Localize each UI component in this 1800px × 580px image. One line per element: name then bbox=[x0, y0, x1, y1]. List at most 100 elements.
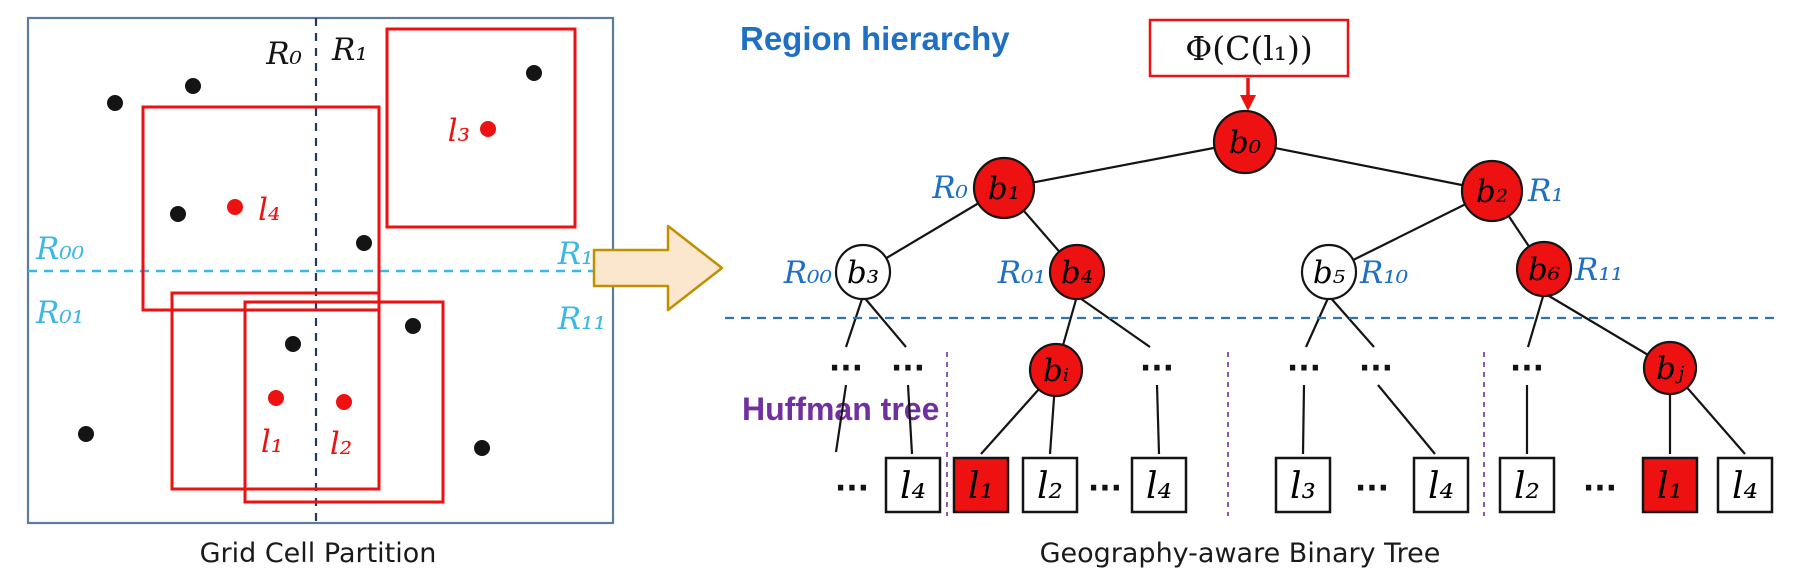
data-point bbox=[185, 78, 201, 94]
leaf-l4 bbox=[884, 456, 942, 514]
tree-region-label-r0: R₀ bbox=[931, 170, 968, 206]
leaf-l3 bbox=[1274, 456, 1332, 514]
region-label-r11: R₁₁ bbox=[557, 301, 606, 337]
leaf-label: l₂ bbox=[1514, 466, 1540, 507]
data-point bbox=[285, 336, 301, 352]
node-b0 bbox=[1212, 109, 1278, 175]
edge bbox=[1076, 295, 1151, 348]
node-bj bbox=[1642, 340, 1698, 396]
tree-region-label-r00: R₀₀ bbox=[783, 255, 833, 291]
edge bbox=[1301, 384, 1306, 455]
edge bbox=[1003, 140, 1246, 190]
phi-arrow-head bbox=[1240, 95, 1256, 111]
ellipsis: ··· bbox=[1359, 351, 1393, 386]
node-bi bbox=[1028, 342, 1084, 398]
point-l2 bbox=[336, 394, 352, 410]
phi-annotation-label: Φ(C(l₁)) bbox=[1185, 29, 1313, 68]
edge bbox=[906, 384, 914, 455]
point-l2-label: l₂ bbox=[330, 426, 352, 462]
edge bbox=[834, 384, 848, 453]
leaf-label: l₃ bbox=[1290, 466, 1316, 507]
edge bbox=[862, 295, 907, 348]
edge bbox=[1328, 295, 1375, 348]
ellipsis: ··· bbox=[1583, 471, 1617, 506]
ellipsis: ··· bbox=[1355, 471, 1389, 506]
node-b4 bbox=[1048, 243, 1106, 301]
leaf-label: l₁ bbox=[1657, 466, 1683, 507]
point-l1-label: l₁ bbox=[261, 424, 283, 460]
right-block-arrow bbox=[592, 224, 724, 312]
data-point bbox=[526, 65, 542, 81]
edge bbox=[1377, 384, 1436, 455]
leaf-label: l₂ bbox=[1037, 466, 1063, 507]
node-b3 bbox=[834, 243, 892, 301]
node-b2-label: b₂ bbox=[1476, 174, 1508, 210]
region-label-r0: R₀ bbox=[265, 36, 302, 72]
grid-cell-partition-figure: l₄ l₃ l₁ l₂ R₀ R₁ R₀₀ R₀₁ R₁₀ R₁₁ Grid C… bbox=[26, 16, 615, 569]
left-caption: Grid Cell Partition bbox=[200, 538, 437, 569]
region-label-r00: R₀₀ bbox=[35, 231, 85, 267]
ellipsis: ··· bbox=[1140, 351, 1174, 386]
ellipsis: ··· bbox=[891, 351, 925, 386]
node-b6-label: b₆ bbox=[1528, 252, 1560, 288]
node-b5-label: b₅ bbox=[1313, 255, 1346, 291]
leaf-l1-highlight bbox=[952, 456, 1010, 514]
point-l3-label: l₃ bbox=[448, 113, 470, 149]
ellipsis: ··· bbox=[1088, 471, 1122, 506]
data-point bbox=[405, 318, 421, 334]
cluster-box-l4 bbox=[141, 105, 381, 312]
node-bi-label: bᵢ bbox=[1043, 353, 1069, 389]
tree-region-label-r1: R₁ bbox=[1527, 173, 1564, 209]
phi-annotation-box bbox=[1148, 18, 1350, 78]
node-b2 bbox=[1460, 159, 1524, 223]
edge bbox=[1526, 292, 1546, 348]
node-b1-label: b₁ bbox=[988, 171, 1020, 207]
node-b0-label: b₀ bbox=[1229, 125, 1262, 161]
edge bbox=[1155, 384, 1161, 455]
node-b3-label: b₃ bbox=[847, 255, 879, 291]
cluster-box-l3 bbox=[385, 27, 577, 229]
leaf-l4 bbox=[1130, 456, 1188, 514]
region-hierarchy-title: Region hierarchy bbox=[740, 20, 1010, 57]
ellipsis: ··· bbox=[1287, 351, 1321, 386]
point-l3 bbox=[480, 121, 496, 137]
node-b5 bbox=[1300, 243, 1358, 301]
data-point bbox=[107, 95, 123, 111]
ellipsis: ··· bbox=[829, 351, 863, 386]
tree-region-label-r11: R₁₁ bbox=[1574, 252, 1623, 288]
data-point bbox=[78, 426, 94, 442]
node-b1 bbox=[972, 156, 1036, 220]
point-l1 bbox=[268, 390, 284, 406]
cluster-box-l2 bbox=[243, 300, 445, 504]
data-point bbox=[474, 440, 490, 456]
tree-region-label-r10: R₁₀ bbox=[1359, 255, 1409, 291]
leaf-l2 bbox=[1021, 456, 1079, 514]
leaf-label: l₄ bbox=[1732, 466, 1758, 507]
leaf-l4 bbox=[1412, 456, 1470, 514]
leaf-label: l₄ bbox=[1428, 466, 1454, 507]
edge bbox=[844, 295, 865, 348]
ellipsis: ··· bbox=[835, 471, 869, 506]
edge bbox=[1304, 295, 1331, 348]
node-bj-label: bⱼ bbox=[1656, 351, 1685, 387]
leaf-l1-highlight bbox=[1641, 456, 1699, 514]
data-point bbox=[356, 235, 372, 251]
leaf-label: l₄ bbox=[900, 466, 926, 507]
cluster-box-l1 bbox=[170, 291, 381, 491]
tree-region-label-r01: R₀₁ bbox=[997, 255, 1046, 291]
node-b6 bbox=[1515, 240, 1573, 298]
point-l4-label: l₄ bbox=[258, 192, 280, 228]
leaf-label: l₄ bbox=[1146, 466, 1172, 507]
leaf-l2 bbox=[1498, 456, 1556, 514]
data-point bbox=[170, 206, 186, 222]
region-label-r1: R₁ bbox=[331, 32, 368, 68]
leaf-l4 bbox=[1716, 456, 1774, 514]
node-b4-label: b₄ bbox=[1061, 255, 1093, 291]
leaf-label: l₁ bbox=[968, 466, 994, 507]
ellipsis: ··· bbox=[1510, 351, 1544, 386]
point-l4 bbox=[227, 199, 243, 215]
edge bbox=[1244, 140, 1493, 193]
binary-tree-figure: Region hierarchy Huffman tree Φ(C(l₁)) bbox=[725, 18, 1778, 569]
right-caption: Geography-aware Binary Tree bbox=[1040, 538, 1441, 569]
